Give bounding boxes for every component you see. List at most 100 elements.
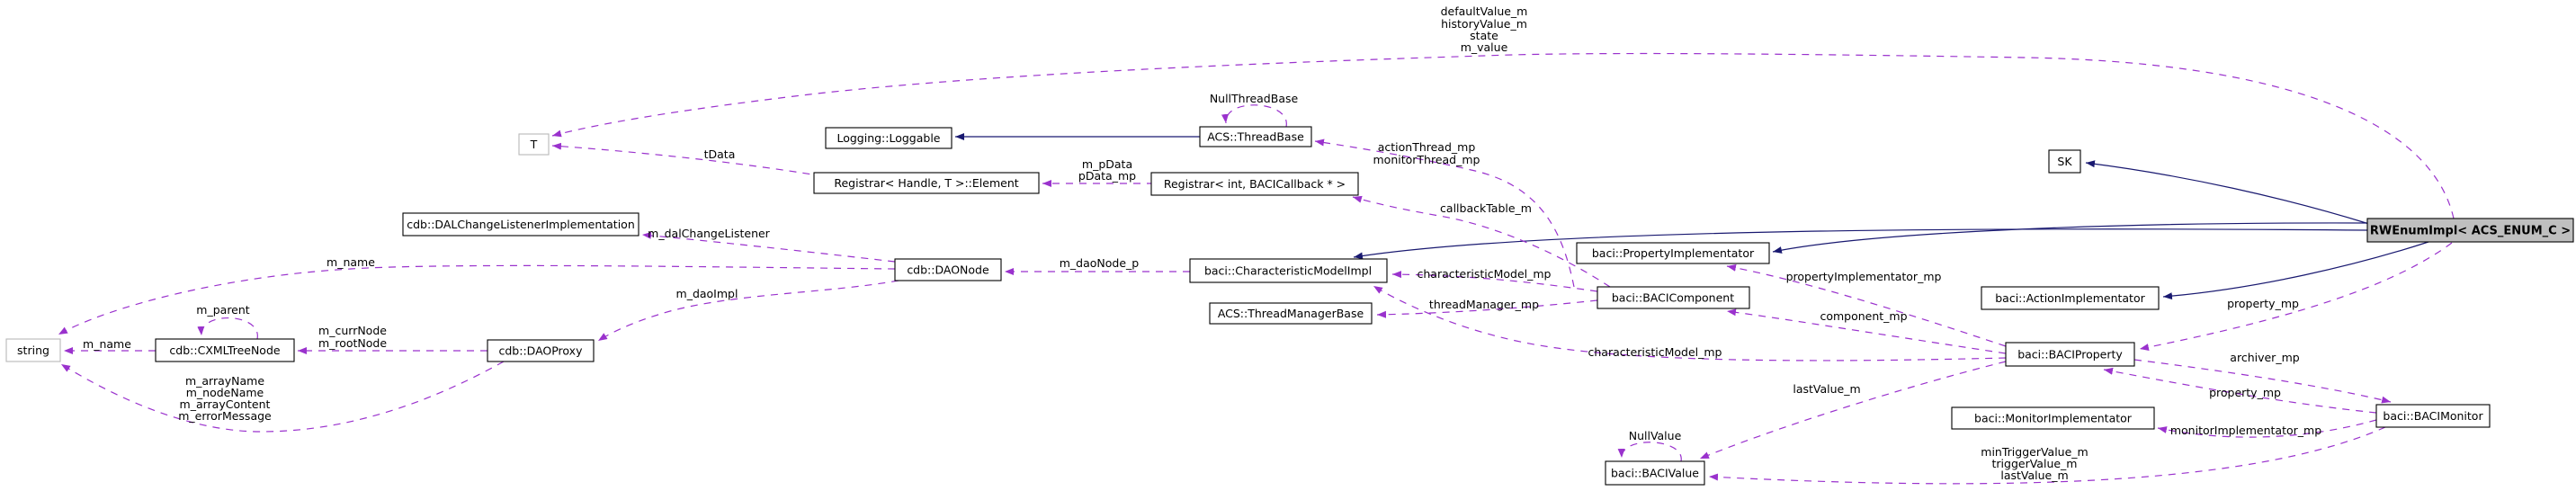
edge-inherit-rwenumimpl-actionimplementator — [2162, 241, 2429, 300]
node-box — [155, 338, 295, 362]
node-cdb-daonode[interactable]: cdb::DAONode — [894, 258, 1002, 281]
edge-bacicomponent-threadmanagerbase — [1376, 299, 1598, 318]
node-box — [1150, 172, 1359, 196]
node-box — [5, 338, 61, 362]
node-box — [2366, 218, 2574, 243]
edge-label-pdata: m_pData pData_mp — [1078, 157, 1136, 183]
node-label: baci::BACIValue — [1611, 467, 1699, 480]
node-box — [402, 212, 640, 237]
edge-label-line: m_value — [1461, 40, 1508, 54]
node-registrar-int-bacicallback[interactable]: Registrar< int, BACICallback * > — [1150, 172, 1359, 196]
edge-label-line: m_errorMessage — [178, 409, 272, 423]
edge-label-nullvalue: NullValue — [1629, 429, 1682, 442]
node-cdb-daoproxy[interactable]: cdb::DAOProxy — [487, 339, 595, 362]
edge-daoproxy-string-members — [60, 361, 505, 433]
edge-label-line: m_pData — [1082, 157, 1132, 171]
edge-label-callbacktable: callbackTable_m — [1440, 201, 1532, 215]
node-baci-bacimonitor[interactable]: baci::BACIMonitor — [2375, 404, 2491, 428]
node-box — [1597, 286, 1750, 309]
node-label: baci::PropertyImplementator — [1592, 246, 1755, 260]
node-label: ACS::ThreadBase — [1207, 130, 1304, 144]
edge-label-currnode: m_currNode m_rootNode — [318, 324, 387, 350]
node-box — [1605, 460, 1705, 486]
node-label: baci::CharacteristicModelImpl — [1204, 264, 1372, 278]
node-label: ACS::ThreadManagerBase — [1218, 307, 1364, 320]
node-baci-bacivalue[interactable]: baci::BACIValue — [1605, 460, 1705, 486]
edge-label-line: state — [1470, 29, 1498, 42]
edge-baciproperty-bacicomponent — [1726, 308, 2007, 354]
edge-label-line: historyValue_m — [1441, 17, 1527, 31]
edge-inherit-rwenumimpl-sk — [2085, 160, 2370, 225]
node-box — [2375, 404, 2491, 428]
edge-element-t-tdata — [551, 142, 824, 177]
edge-baciproperty-bacimonitor-archiver — [2133, 359, 2392, 404]
edge-label-line: triggerValue_m — [1992, 457, 2078, 470]
edge-label-tdata: tData — [704, 147, 736, 161]
node-baci-actionimplementator[interactable]: baci::ActionImplementator — [1981, 286, 2160, 310]
node-cdb-dalchangelistenerimplementation[interactable]: cdb::DALChangeListenerImplementation — [402, 212, 640, 237]
node-box — [825, 127, 953, 149]
edge-inherit-rwenumimpl-propertyimplementator — [1772, 222, 2368, 254]
edge-label-line: pData_mp — [1078, 169, 1136, 183]
edge-label-line: m_rootNode — [318, 336, 387, 350]
edge-label-characteristicmodel-lower: characteristicModel_mp — [1588, 345, 1722, 359]
edge-baciproperty-propertyimplementator — [1726, 263, 2007, 347]
edge-label-monitorimplementator: monitorImplementator_mp — [2170, 424, 2321, 437]
edge-label-threads: actionThread_mp monitorThread_mp — [1373, 140, 1480, 166]
node-box — [487, 339, 595, 362]
edge-label-mparent: m_parent — [196, 303, 249, 317]
edge-label-property-lower: property_mp — [2209, 386, 2281, 399]
edge-bacicomponent-threadbase-threads — [1314, 138, 1575, 288]
node-string[interactable]: string — [5, 338, 61, 362]
edge-label-lastvalue: lastValue_m — [1793, 382, 1860, 396]
node-baci-monitorimplementator[interactable]: baci::MonitorImplementator — [1951, 406, 2155, 430]
node-box — [1981, 286, 2160, 310]
edge-label-line: defaultValue_m — [1441, 4, 1528, 18]
node-baci-propertyimplementator[interactable]: baci::PropertyImplementator — [1576, 242, 1770, 264]
node-box — [1951, 406, 2155, 430]
edge-label-default-values: defaultValue_m historyValue_m state m_va… — [1441, 4, 1528, 54]
node-baci-bacicomponent[interactable]: baci::BACIComponent — [1597, 286, 1750, 309]
node-label: cdb::CXMLTreeNode — [169, 344, 280, 357]
node-box — [518, 133, 550, 156]
edge-baciproperty-bacivalue-lastvalue — [1699, 361, 2007, 460]
node-baci-characteristicmodelimpl[interactable]: baci::CharacteristicModelImpl — [1189, 258, 1388, 283]
edge-rwenumimpl-t-values — [551, 52, 2455, 219]
node-label: baci::BACIMonitor — [2383, 409, 2483, 423]
edge-label-daonode: m_daoNode_p — [1060, 256, 1140, 270]
edge-label-characteristicmodel-upper: characteristicModel_mp — [1418, 267, 1552, 281]
node-box — [1189, 258, 1388, 283]
node-logging-loggable[interactable]: Logging::Loggable — [825, 127, 953, 149]
node-registrar-element[interactable]: Registrar< Handle, T >::Element — [813, 172, 1040, 194]
edge-label-propertyimplementator: propertyImplementator_mp — [1786, 270, 1942, 283]
node-acs-threadmanagerbase[interactable]: ACS::ThreadManagerBase — [1209, 302, 1373, 325]
node-cdb-cxmltreenode[interactable]: cdb::CXMLTreeNode — [155, 338, 295, 362]
edge-label-line: m_currNode — [318, 324, 387, 337]
edge-cxmltreenode-self-mparent — [197, 317, 258, 340]
edge-label-dalchangelistener: m_dalChangeListener — [648, 227, 771, 240]
edge-daonode-daoproxy-mdaoimpl — [597, 280, 899, 342]
node-box — [2005, 342, 2135, 367]
node-box — [1576, 242, 1770, 264]
node-sk[interactable]: SK — [2048, 149, 2081, 174]
node-acs-threadbase[interactable]: ACS::ThreadBase — [1199, 126, 1312, 147]
edge-bacivalue-self-nullvalue — [1617, 442, 1682, 462]
node-baci-baciproperty[interactable]: baci::BACIProperty — [2005, 342, 2135, 367]
node-label: Registrar< Handle, T >::Element — [834, 176, 1018, 190]
edge-label-array-members: m_arrayName m_nodeName m_arrayContent m_… — [178, 374, 272, 423]
node-rwenumimpl-focus[interactable]: RWEnumImpl< ACS_ENUM_C > — [2366, 218, 2574, 243]
edge-label-component: component_mp — [1820, 309, 1907, 323]
edge-label-nullthreadbase: NullThreadBase — [1210, 92, 1299, 105]
edge-label-property-upper: property_mp — [2227, 297, 2299, 310]
edge-label-line: monitorThread_mp — [1373, 153, 1480, 166]
node-t[interactable]: T — [518, 133, 550, 156]
edge-baciproperty-characteristicmodelimpl — [1373, 285, 2007, 362]
node-box — [1209, 302, 1373, 325]
edge-label-line: actionThread_mp — [1378, 140, 1476, 154]
node-label: baci::BACIProperty — [2017, 348, 2123, 362]
node-label: baci::ActionImplementator — [1995, 291, 2145, 305]
node-label: cdb::DALChangeListenerImplementation — [407, 218, 635, 231]
edge-label-line: m_nodeName — [186, 386, 264, 399]
node-label: RWEnumImpl< ACS_ENUM_C > — [2370, 225, 2571, 238]
